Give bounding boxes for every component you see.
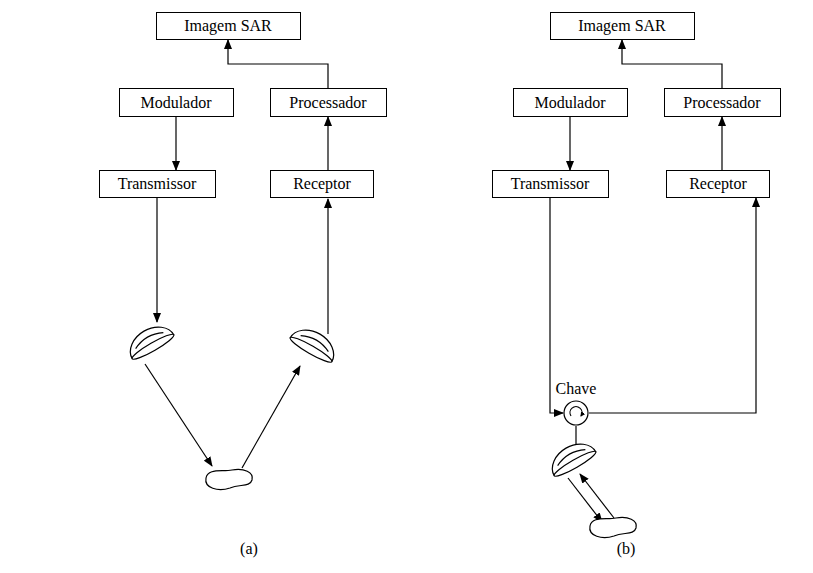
receive-beam [242,366,300,468]
signal-arrow [622,40,722,88]
panel-label: (b) [617,541,636,557]
box-label: Modulador [140,95,211,111]
receive-beam [580,474,614,518]
box-label: Receptor [293,176,351,192]
signal-arrow [569,117,570,170]
switch-label: Chave [554,381,599,397]
antenna-dish [123,319,176,362]
process-box: Receptor [666,170,770,198]
antenna-dish [545,436,598,479]
target [206,469,252,489]
box-label: Processador [289,95,366,111]
process-box: Transmissor [492,170,609,198]
process-box: Transmissor [99,170,216,198]
box-label: Transmissor [118,176,197,192]
box-label: Modulador [534,95,605,111]
transmit-beam [145,364,212,466]
signal-arrow [327,117,328,170]
panel-label: (a) [240,541,258,557]
output-box: Imagem SAR [550,12,695,40]
process-box: Receptor [270,170,374,198]
transmit-beam [568,478,602,522]
box-label: Receptor [689,176,747,192]
circulator-symbol [563,400,589,426]
signal-arrow [228,40,328,88]
box-label: Imagem SAR [184,18,272,34]
process-box: Modulador [513,88,628,117]
rx-feed-line [327,199,328,334]
antenna-dish [288,322,341,365]
box-label: Processador [683,95,760,111]
signal-arrow [589,198,756,413]
tx-feed-line [156,198,157,322]
output-box: Imagem SAR [156,12,301,40]
box-label: Imagem SAR [578,18,666,34]
signal-arrow [721,117,722,170]
box-label: Transmissor [511,176,590,192]
process-box: Processador [664,88,781,117]
process-box: Modulador [119,88,234,117]
switch-circulator: Chave [563,400,589,426]
process-box: Processador [270,88,387,117]
target [590,517,636,537]
signal-arrow [175,117,176,170]
